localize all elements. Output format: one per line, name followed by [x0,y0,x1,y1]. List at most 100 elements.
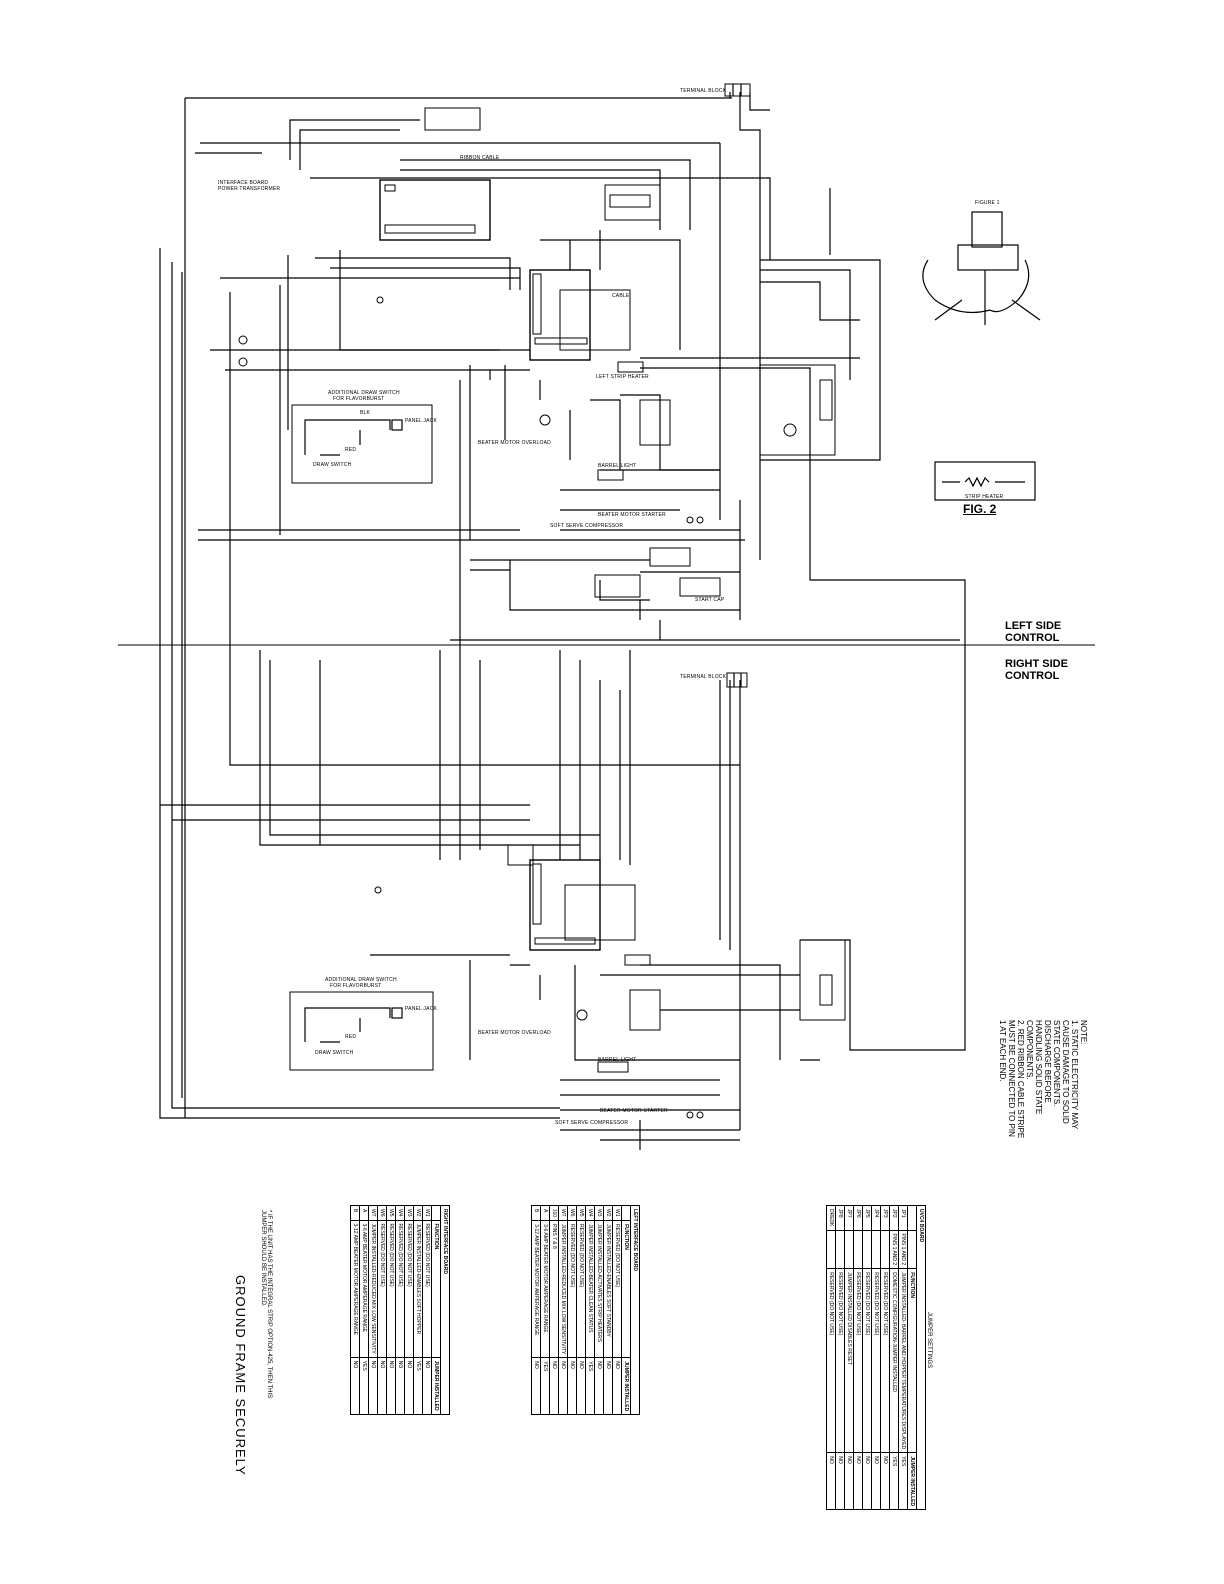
right-interface-cell: W5 [386,1205,396,1220]
uvc4-cell: PINS 1 AND 2 [889,1230,899,1269]
power-transformer-label: POWER TRANSFORMER [218,186,281,192]
barrel-light-box-left [597,469,624,481]
uvc4-cell: YES [889,1452,899,1510]
right-interface-cell: W2 [413,1205,423,1220]
right-side-label: RIGHT SIDE [1005,658,1068,670]
right-interface-cell: NO [377,1357,387,1415]
right-interface-cell: 3-12 AMP BEATER MOTOR AMPERAGE RANGE [350,1220,360,1358]
strip-heater-label: STRIP HEATER [965,494,1004,500]
left-side-label: LEFT SIDE [1005,620,1062,632]
right-interface-cell: W4 [395,1205,405,1220]
left-strip-heater-label: LEFT STRIP HEATER [596,374,649,380]
uvc4-cell [826,1230,836,1269]
uvc4-cell: RESERVED (DO NOT USE) [862,1268,872,1453]
left-interface-cell: 3-12 AMP BEATER MOTOR AMPERAGE RANGE [531,1220,541,1358]
left-interface-cell: B [531,1205,541,1221]
uvc4-cell: NO [853,1452,863,1510]
uvc4-cell: JP8 [835,1205,845,1231]
left-interface-cell: NO [531,1357,541,1415]
red-label-2: RED [345,1034,357,1040]
uvc4-cell: NO [835,1452,845,1510]
uvc4-cell [844,1230,854,1269]
right-control-label: CONTROL [1005,670,1060,682]
soft-serve-compressor-label: SOFT SERVE COMPRESSOR [550,523,624,529]
uvc4-header-1 [907,1230,917,1269]
figure1-motor-diagram [922,211,1041,325]
right-personality-board [529,859,601,951]
left-interface-cell: W1 [612,1205,622,1221]
right-interface-cell: B [350,1205,360,1220]
beater-motor-overload-label-2: BEATER MOTOR OVERLOAD [478,1030,551,1036]
beater-motor-starter-label-2: BEATER MOTOR STARTER [600,1108,668,1114]
right-interface-header-2: JUMPER INSTALLED [431,1357,441,1415]
left-interface-cell: YES [540,1357,550,1415]
left-interface-cell: JUMPER INSTALLED-ACTIVATES STRIP HEATERS [594,1220,604,1358]
right-soft-serve-board [564,884,636,941]
uvc4-cell: NO [844,1452,854,1510]
left-control-uvc4-board [379,179,491,241]
left-soft-serve-board [559,289,631,351]
uvc4-title: UVC4 BOARD [916,1205,926,1510]
beater-interface-box [424,107,481,131]
panel-jack-label: PANEL JACK [405,418,438,424]
uvc4-cell: DREDK [826,1205,836,1231]
right-interface-cell: YES [359,1357,369,1415]
right-interface-cell: A [359,1205,369,1220]
uvc4-cell: YES [898,1452,908,1510]
right-interface-title: RIGHT INTERFACE BOARD [440,1205,450,1415]
left-interface-cell: W2 [603,1205,613,1221]
right-interface-cell: RESERVED (DO NOT USE) [386,1220,396,1358]
uvc4-cell: JP2 [889,1205,899,1231]
notes-block: NOTE: 1. STATIC ELECTRICITY MAY CAUSE DA… [998,1020,1088,1140]
right-interface-header-0 [431,1205,441,1220]
uvc4-cell: RESERVED (DO NOT USE) [835,1268,845,1453]
uvc4-cell: JP7 [844,1205,854,1231]
left-interface-cell: 3-6 AMP BEATER MOTOR AMPERAGE RANGE [540,1220,550,1358]
uvc4-cell: NO [871,1452,881,1510]
uvc4-cell: NO [862,1452,872,1510]
left-interface-cell: NO [549,1357,559,1415]
for-flavorburst-2-label: FOR FLAVORBURST [330,983,382,989]
fig2-label: FIG. 2 [963,502,997,516]
right-interface-cell: W3 [404,1205,414,1220]
left-interface-cell: NO [576,1357,586,1415]
fig2-box [934,461,1036,501]
left-beater-relay [639,399,671,446]
uvc4-cell: JP6 [853,1205,863,1231]
right-relay-box [799,939,846,1021]
for-flavorburst-1-label: FOR FLAVORBURST [333,396,385,402]
uvc4-cell: RESERVED (DO NOT USE) [880,1268,890,1453]
right-interface-cell: NO [368,1357,378,1415]
draw-switch-label: DRAW SWITCH [313,462,352,468]
left-interface-cell: JUMPER INSTALLED-ENABLES SOFT STANDBY [603,1220,613,1358]
left-interface-header-2: JUMPER INSTALLED [621,1357,631,1415]
ground-frame-label: GROUND FRAME SECURELY [233,1275,248,1476]
right-interface-cell: RESERVED (DO NOT USE) [377,1220,387,1358]
right-interface-cell: RESERVED (DO NOT USE) [404,1220,414,1358]
right-interface-cell: NO [350,1357,360,1415]
left-control-label: CONTROL [1005,632,1060,644]
left-interface-cell: JUMPER INSTALLED-BEATER CLEAN STATUS [585,1220,595,1358]
barrel-light-label: BARREL LIGHT [598,463,637,469]
left-interface-cell: A [540,1205,550,1221]
uvc4-cell: JUMPER INSTALLED DISABLES RESET [844,1268,854,1453]
left-interface-cell: W7 [558,1205,568,1221]
left-interface-table: LEFT INTERFACE BOARD FUNCTION JUMPER INS… [531,1205,640,1415]
uvc4-cell: RESERVED (DO NOT USE) [826,1268,836,1453]
uvc4-cell: NO [880,1452,890,1510]
uvc4-cell [835,1230,845,1269]
uvc4-cell: JP1 [898,1205,908,1231]
left-interface-header-1: FUNCTION [621,1220,631,1358]
barrel-light-label-2: BARREL LIGHT [598,1057,637,1063]
ribbon-cable-label: RIBBON CABLE [460,155,500,161]
right-beater-relay [629,989,661,1031]
